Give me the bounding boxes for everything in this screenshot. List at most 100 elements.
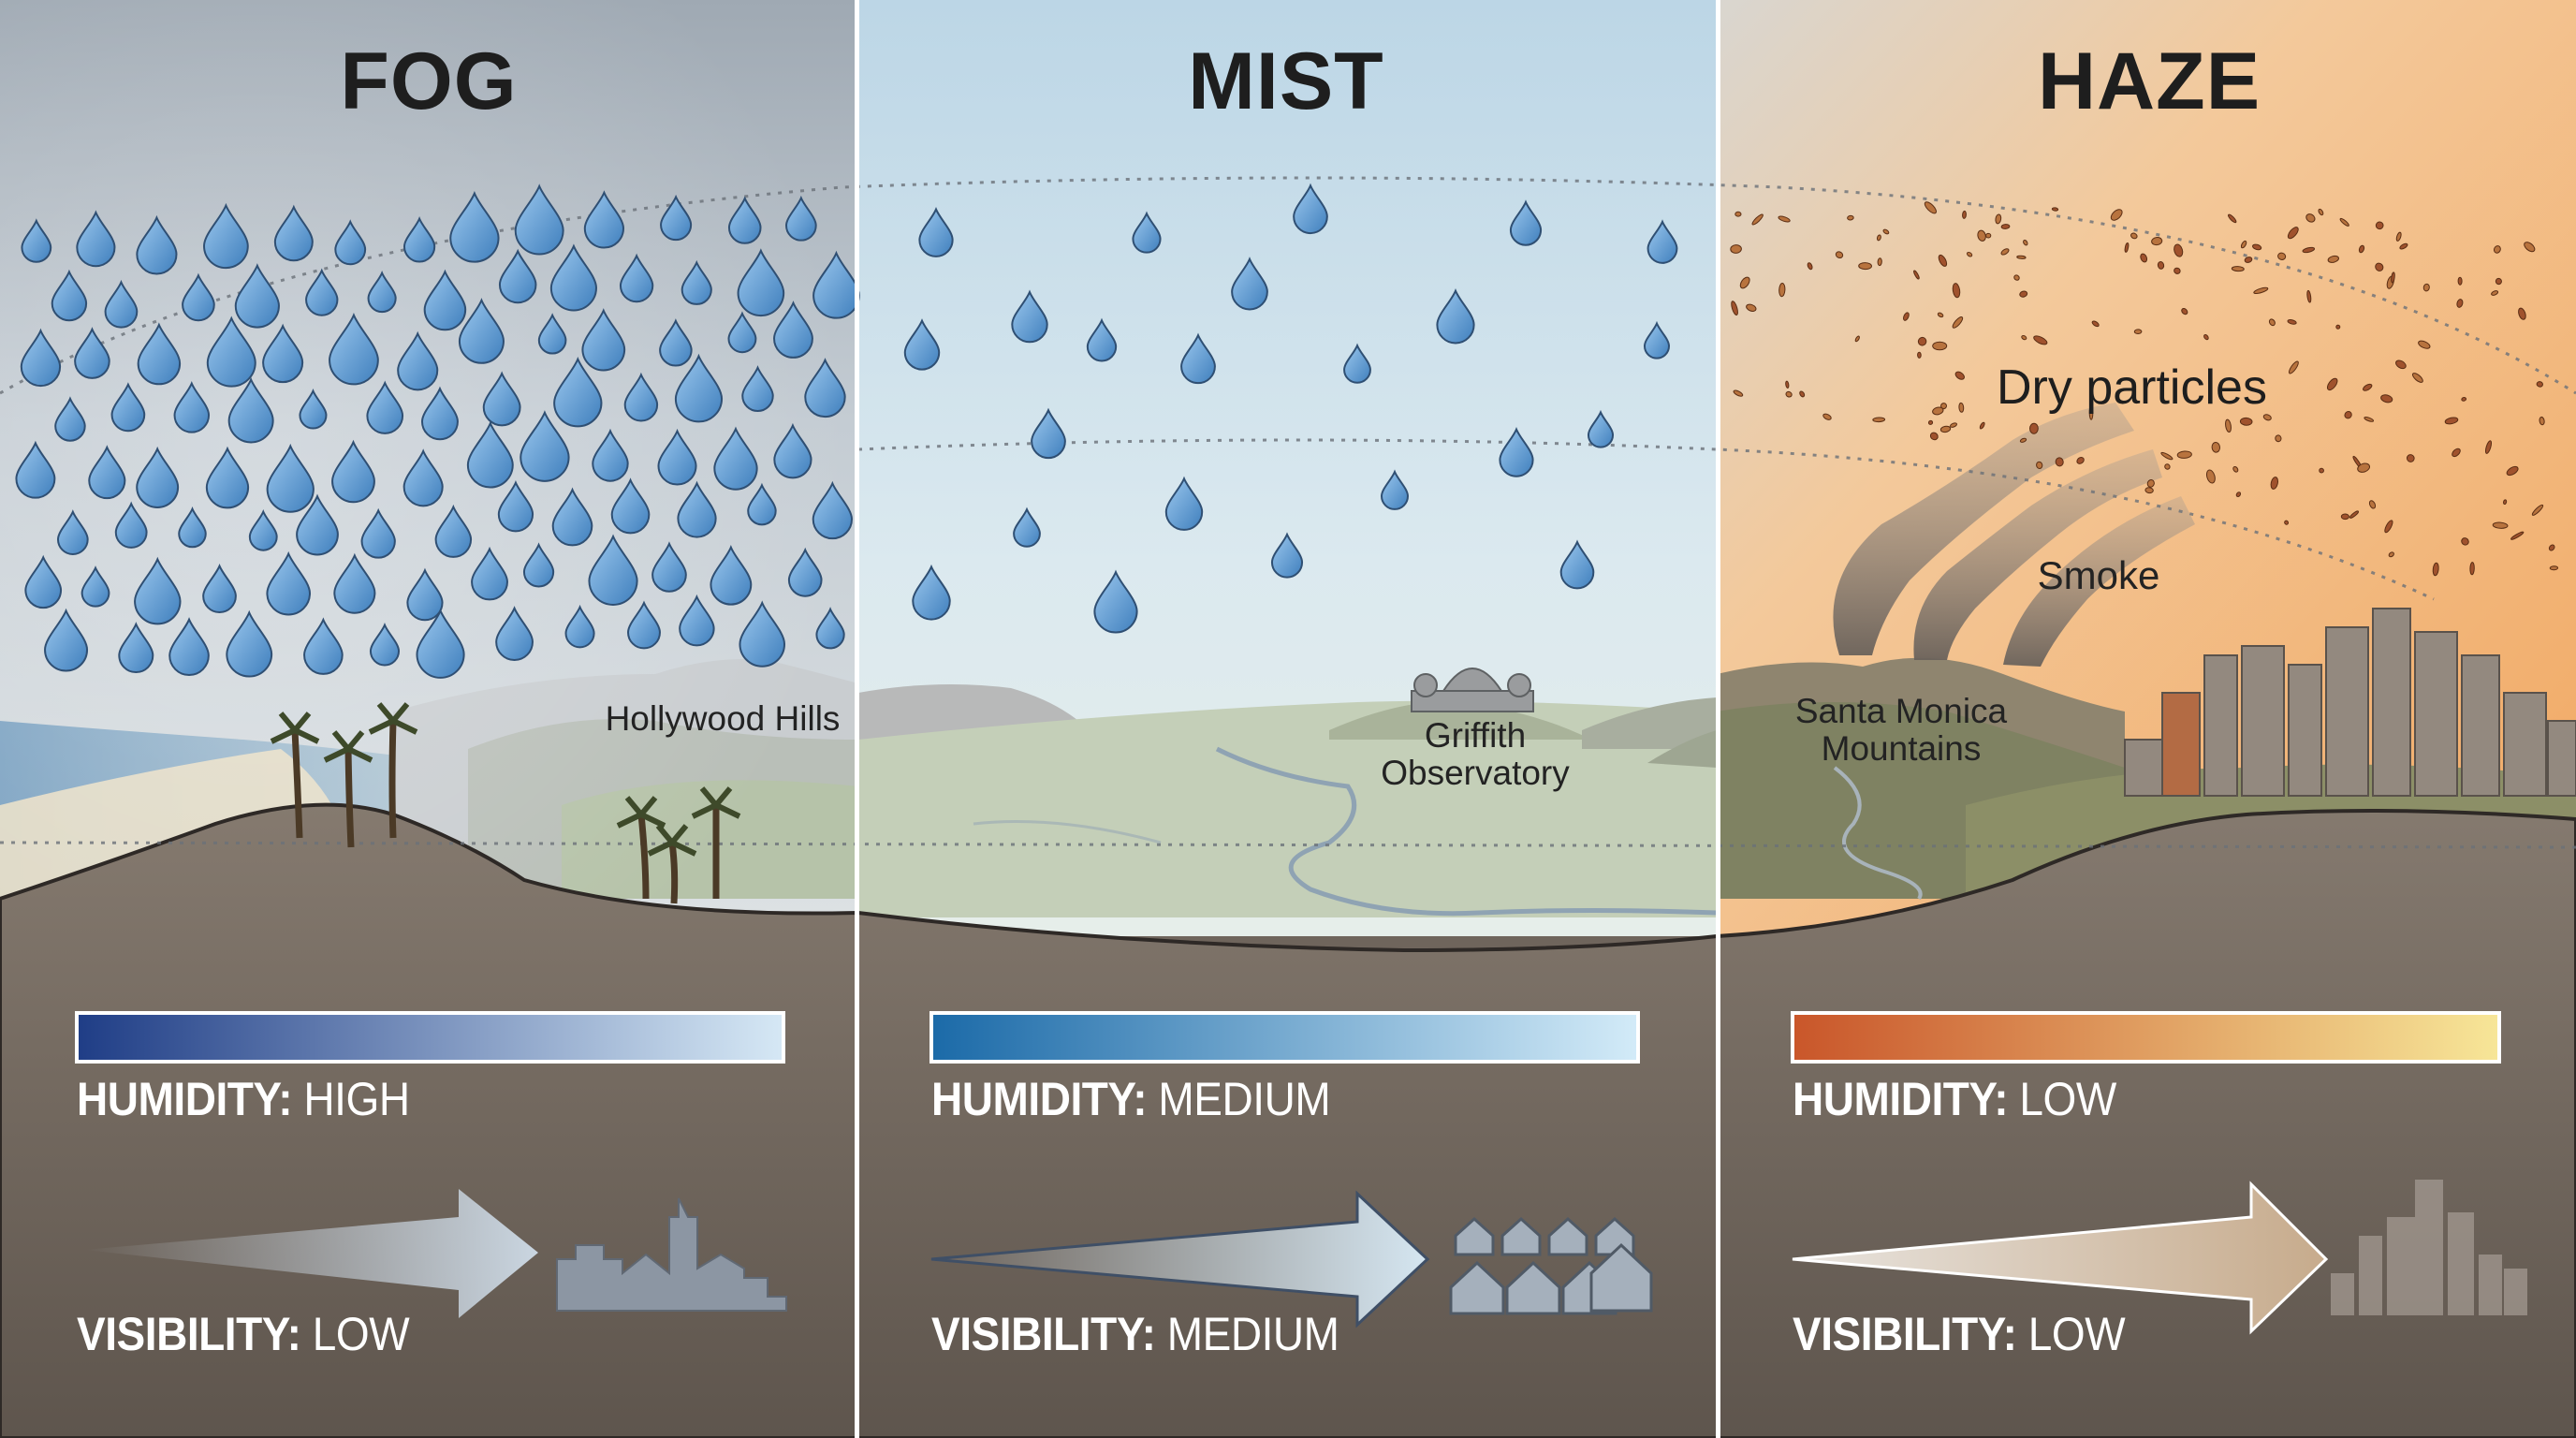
fog-visibility-label: VISIBILITY: LOW: [77, 1307, 410, 1361]
droplet: [1559, 539, 1595, 590]
dust-particle: [1913, 270, 1920, 280]
droplet: [449, 190, 500, 263]
dust-particle: [2510, 531, 2525, 540]
droplet: [551, 487, 593, 547]
fog-humidity-label: HUMIDITY: HIGH: [77, 1072, 410, 1126]
droplet: [134, 556, 182, 625]
droplet: [1647, 219, 1678, 264]
dust-particle: [2318, 208, 2324, 216]
droplet: [549, 243, 597, 312]
dust-particle: [2144, 487, 2154, 494]
dust-particle: [2484, 440, 2493, 454]
dust-particle: [2406, 454, 2415, 462]
mist-droplets: [903, 183, 1678, 634]
dust-particle: [2287, 227, 2299, 240]
dust-particle: [1958, 402, 1965, 413]
dust-particle: [2536, 381, 2543, 388]
droplet: [657, 428, 697, 486]
dust-particle: [1929, 432, 1939, 441]
mist-landscape: [858, 668, 1718, 917]
dust-particle: [2288, 360, 2299, 374]
dust-particle: [2287, 319, 2297, 325]
dust-particle: [1872, 417, 1886, 423]
dust-particle: [1932, 406, 1944, 416]
droplet: [739, 600, 786, 668]
droplet: [537, 313, 567, 355]
dust-particle: [2270, 477, 2279, 490]
haze-humidity-key: HUMIDITY:: [1793, 1073, 2009, 1125]
fog-humidity-bar: [75, 1011, 785, 1064]
droplet: [727, 196, 762, 244]
droplet: [74, 327, 110, 379]
dust-particle: [2181, 308, 2188, 315]
haze-particles: [1730, 201, 2559, 577]
droplet: [741, 365, 774, 413]
dust-particle: [1952, 283, 1961, 299]
droplet: [51, 269, 88, 322]
droplet: [1587, 409, 1615, 448]
droplet: [367, 270, 397, 314]
droplet: [1231, 257, 1268, 311]
droplet: [434, 504, 473, 558]
dust-particle: [2174, 243, 2184, 257]
dust-particle: [1927, 419, 1934, 425]
dust-particle: [2055, 457, 2064, 467]
haze-landscape: [1717, 403, 2576, 901]
dust-particle: [2305, 213, 2316, 223]
smoke-label: Smoke: [2037, 553, 2160, 597]
dust-particle: [1977, 229, 1986, 242]
dust-particle: [2239, 417, 2253, 426]
dust-particle: [2339, 217, 2349, 227]
haze-humidity-bar: [1791, 1011, 2501, 1064]
fog-visibility-arrow: [84, 1189, 538, 1318]
dust-particle: [2349, 510, 2360, 519]
droplet: [273, 204, 314, 262]
mist-humidity-bar: [929, 1011, 1640, 1064]
dust-particle: [2344, 411, 2352, 419]
dust-particle: [1940, 403, 1947, 410]
droplet: [651, 541, 687, 593]
droplet: [1499, 427, 1534, 477]
dust-particle: [2319, 467, 2324, 474]
dust-particle: [2469, 562, 2475, 576]
mist-place-label: Griffith Observatory: [1381, 717, 1570, 792]
droplet: [20, 328, 62, 388]
droplet: [248, 509, 278, 551]
dust-particle: [2164, 463, 2171, 470]
dust-particle: [2028, 422, 2039, 434]
dust-particle: [2253, 286, 2269, 295]
dust-particle: [1730, 244, 1742, 254]
droplet: [581, 308, 626, 372]
dust-particle: [1731, 301, 1738, 316]
dust-particle: [2000, 224, 2011, 229]
droplet: [520, 410, 570, 482]
droplet: [416, 608, 465, 679]
dust-particle: [1979, 421, 1985, 430]
dust-particle: [1954, 371, 1965, 380]
haze-visibility-value: LOW: [2027, 1308, 2126, 1360]
droplet: [266, 550, 311, 616]
droplet: [1132, 211, 1162, 254]
dust-particle: [2091, 320, 2100, 328]
fog-landscape: [0, 0, 858, 899]
dust-particle: [2275, 434, 2282, 443]
mist-visibility-label: VISIBILITY: MEDIUM: [931, 1307, 1339, 1361]
atmosphere-dome: [0, 176, 2576, 849]
droplet: [1086, 317, 1118, 362]
droplet: [397, 330, 439, 391]
droplet: [1164, 476, 1204, 531]
droplet: [660, 194, 693, 242]
droplet: [713, 426, 758, 491]
dust-particle: [2019, 290, 2028, 298]
droplet: [1343, 343, 1371, 384]
droplet: [360, 507, 396, 559]
dust-particle: [2033, 335, 2048, 345]
droplet: [1643, 320, 1671, 360]
droplet: [727, 311, 757, 354]
droplet: [1436, 287, 1475, 345]
dust-particle: [2411, 373, 2423, 383]
haze-place-line-1: Santa Monica: [1794, 692, 2008, 730]
droplet: [466, 420, 514, 489]
mist-visibility-arrow: [930, 1190, 1430, 1328]
dust-particle: [2539, 416, 2545, 426]
